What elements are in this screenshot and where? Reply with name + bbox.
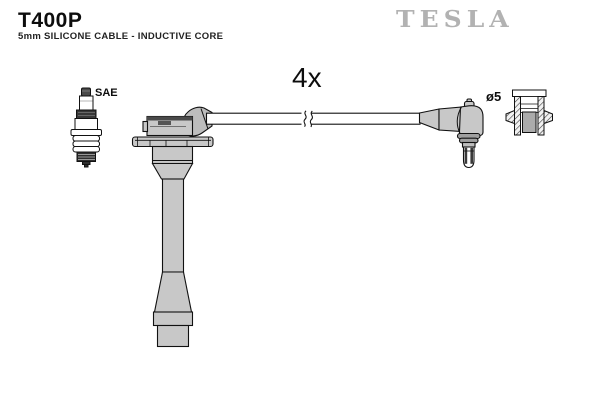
quantity-label: 4x: [292, 62, 322, 93]
part-description: 5mm SILICONE CABLE - INDUCTIVE CORE: [18, 31, 224, 42]
sae-standard-label: SAE: [95, 87, 118, 99]
spark-plug-icon: [70, 87, 102, 168]
part-number-title: T400P: [18, 9, 83, 32]
terminal-diameter-label: ø5: [486, 89, 502, 104]
plug-boot-right-angle: [418, 98, 484, 169]
coil-boot-cable-assembly: [131, 106, 421, 348]
terminal-cap-cross-section: [505, 89, 553, 136]
tesla-brand-logo: TESLA: [396, 6, 514, 33]
